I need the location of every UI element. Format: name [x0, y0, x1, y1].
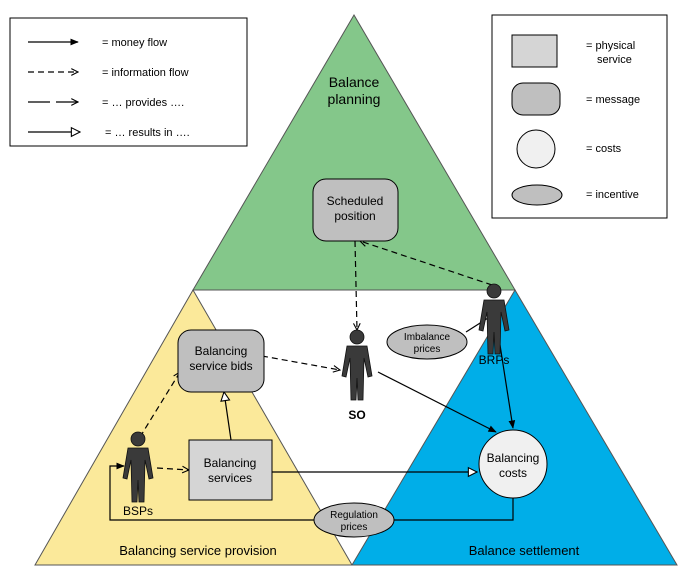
bsps-actor-icon: [122, 431, 154, 503]
balancing-services-shape: [188, 439, 273, 501]
brps-label: BRPs: [479, 353, 510, 367]
imbalance-prices-label-2: prices: [414, 344, 441, 355]
message-symbol: [511, 82, 561, 116]
costs-label: = costs: [586, 143, 622, 155]
balancing-costs-label-2: costs: [499, 466, 527, 480]
so-label: SO: [348, 408, 365, 422]
balancing-services-label-2: services: [208, 471, 252, 485]
brps-to-costs-arrow: [499, 344, 516, 429]
regulation-prices-label-2: prices: [341, 522, 368, 533]
results-in-label: = … results in ….: [105, 127, 190, 139]
incentive-symbol: [511, 184, 563, 206]
information-flow-label: = information flow: [102, 67, 189, 79]
physical-service-symbol: [511, 34, 558, 68]
balance-planning-title-1: Balance: [329, 74, 380, 90]
legend-left-box: [9, 17, 248, 147]
balancing-costs-label-1: Balancing: [487, 451, 540, 465]
message-label: = message: [586, 94, 640, 106]
regulation-prices-node: Regulation prices: [313, 502, 395, 538]
connectors: [109, 240, 516, 521]
bsps-label: BSPs: [123, 504, 153, 518]
scheduled-to-so-arrow: [355, 240, 357, 330]
imbalance-prices-node: Imbalance prices: [386, 324, 468, 360]
balancing-service-bids-node: Balancing service bids: [177, 329, 265, 393]
brps-actor-icon: [478, 283, 510, 355]
scheduled-position-label-1: Scheduled: [327, 194, 384, 208]
scheduled-position-label-2: position: [334, 209, 375, 223]
so-actor-icon: [341, 329, 373, 401]
balancing-services-node: Balancing services: [188, 439, 273, 501]
balancing-costs-shape: [478, 429, 548, 499]
balance-settlement-title: Balance settlement: [469, 543, 580, 558]
planning-region: [192, 14, 516, 291]
balancing-service-provision-title: Balancing service provision: [119, 543, 277, 558]
costs-to-bsps-money-loop: [109, 462, 514, 521]
money-flow-label: = money flow: [102, 37, 167, 49]
legend-right: = physical service = message = costs = i…: [491, 14, 668, 219]
provision-region: [34, 288, 353, 566]
balancing-services-label-1: Balancing: [204, 456, 257, 470]
bsps-to-services-arrow: [156, 468, 189, 470]
brps-to-scheduled-arrow: [360, 241, 493, 286]
costs-symbol: [516, 129, 556, 169]
scheduled-position-node: Scheduled position: [312, 178, 399, 242]
services-to-bids-arrow: [224, 392, 232, 441]
balancing-service-bids-label-1: Balancing: [195, 344, 248, 358]
physical-service-label-1: = physical: [586, 40, 635, 52]
balancing-costs-node: Balancing costs: [478, 429, 548, 499]
bsps-to-bids-arrow: [139, 372, 180, 438]
balancing-service-bids-label-2: service bids: [189, 359, 252, 373]
legend-left: = money flow = information flow = … prov…: [9, 17, 248, 147]
physical-service-label-2: service: [597, 54, 632, 66]
balance-planning-title-2: planning: [328, 91, 381, 107]
incentive-label: = incentive: [586, 189, 639, 201]
regulation-prices-label-1: Regulation: [330, 510, 378, 521]
regulation-prices-shape: [313, 502, 395, 538]
provides-label: = … provides ….: [102, 97, 184, 109]
imbalance-prices-label-1: Imbalance: [404, 332, 451, 343]
bids-to-so-arrow: [261, 355, 340, 370]
so-to-costs-arrow: [377, 371, 497, 433]
balancing-service-bids-shape: [177, 329, 265, 393]
scheduled-position-shape: [312, 178, 399, 242]
imbalance-prices-shape: [386, 324, 468, 360]
